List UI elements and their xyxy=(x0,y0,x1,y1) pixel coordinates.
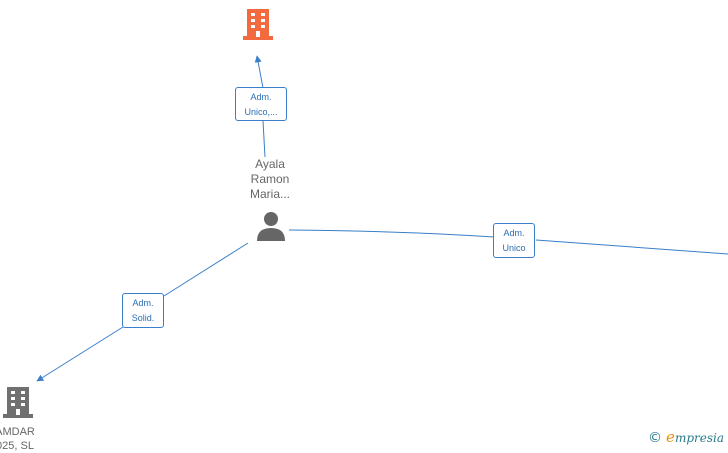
edge-label-line-2: Unico,... xyxy=(244,107,278,117)
edge-label-line-2: Solid. xyxy=(131,313,155,323)
edge-line-to-bottom-left xyxy=(37,242,249,381)
edge-label-line-1: Adm. xyxy=(132,298,154,308)
edge-line-to-top xyxy=(254,55,264,89)
edge-label-adm-unico-top[interactable]: Adm. Unico,... xyxy=(235,87,287,121)
person-name-line-1: Ayala xyxy=(255,157,285,171)
copyright-icon: © xyxy=(648,430,663,446)
person-name-line-2: Ramon xyxy=(250,172,290,186)
person-icon[interactable] xyxy=(255,211,287,241)
brand-name: mpresia xyxy=(674,431,724,445)
edge-label-adm-unico-right[interactable]: Adm. Unico xyxy=(493,223,535,258)
edge-line-to-top-lower xyxy=(262,120,266,158)
edge-line-to-right xyxy=(288,229,728,255)
company-name-line-2: 025, SL xyxy=(0,440,34,452)
brand-watermark: ©empresia xyxy=(648,428,724,446)
person-name-line-3: Maria... xyxy=(249,187,290,201)
person-node-label[interactable]: Ayala Ramon Maria... xyxy=(236,157,304,202)
company-name-line-1: AMDAR xyxy=(0,426,35,438)
building-icon[interactable] xyxy=(242,7,274,41)
edge-label-line-1: Adm. xyxy=(503,228,525,238)
edge-label-line-2: Unico xyxy=(502,243,526,253)
edge-label-line-1: Adm. xyxy=(250,92,272,102)
edge-label-adm-solid[interactable]: Adm. Solid. xyxy=(122,293,164,328)
company-bottom-left-label[interactable]: AMDAR 025, SL xyxy=(0,425,40,453)
brand-letter-e: e xyxy=(666,428,675,446)
building-icon[interactable] xyxy=(2,385,34,419)
